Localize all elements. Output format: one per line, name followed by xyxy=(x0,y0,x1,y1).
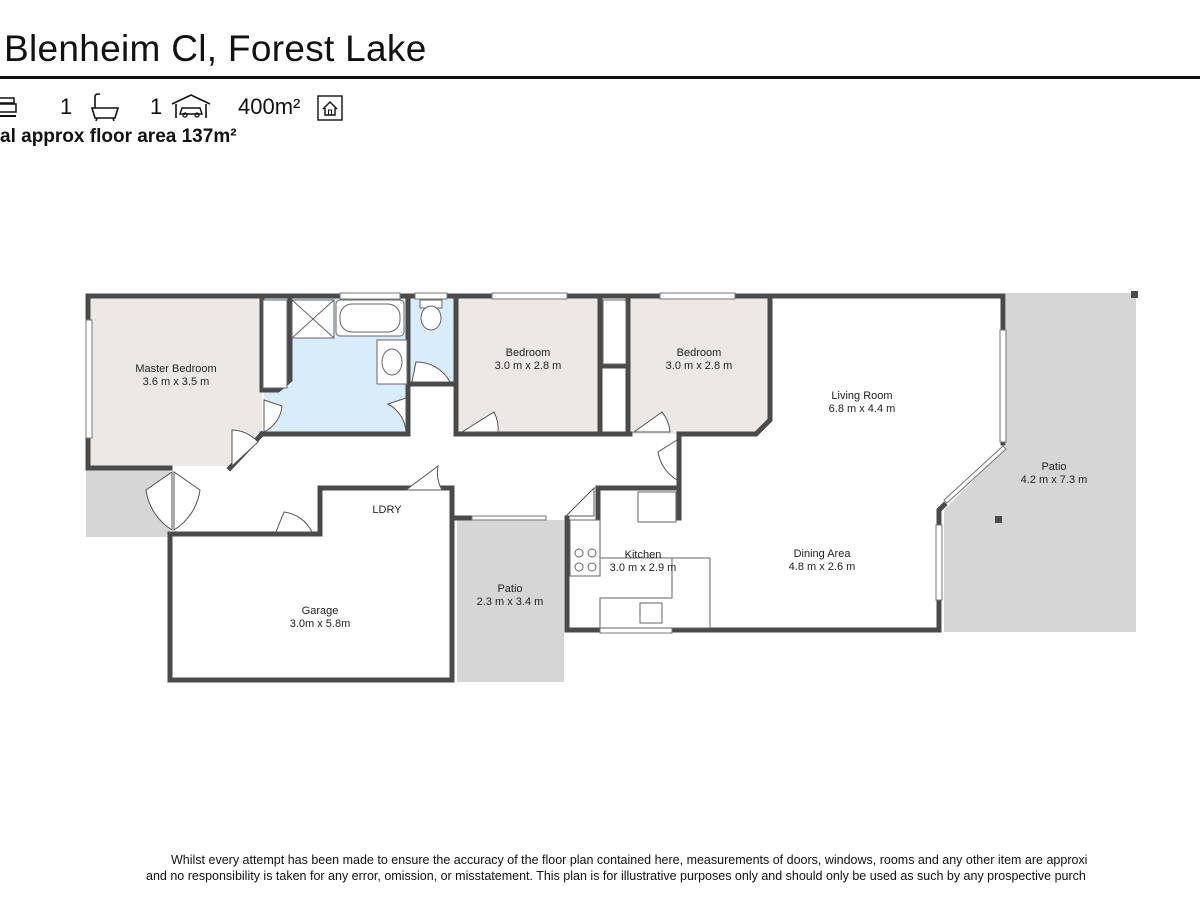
kitchen-name: Kitchen xyxy=(625,549,662,561)
living-room-size: 6.8 m x 4.4 m xyxy=(829,403,896,415)
master-bedroom-name: Master Bedroom xyxy=(135,363,216,375)
dining-area-size: 4.8 m x 2.6 m xyxy=(789,561,856,573)
disclaimer-line-2: and no responsibility is taken for any e… xyxy=(146,869,1086,883)
floor-area-summary: al approx floor area 137m² xyxy=(0,126,237,147)
car-space-count: 1 xyxy=(150,94,163,119)
kitchen-sink xyxy=(639,602,663,624)
garage-size: 3.0m x 5.8m xyxy=(290,618,351,630)
east-patio-name: Patio xyxy=(1041,461,1066,473)
fridge-space xyxy=(637,491,677,523)
east-patio-size: 4.2 m x 7.3 m xyxy=(1021,474,1088,486)
master-bedroom-size: 3.6 m x 3.5 m xyxy=(143,376,210,388)
patio-post xyxy=(995,516,1002,523)
room-labels: Master Bedroom 3.6 m x 3.5 m Bedroom 3.0… xyxy=(135,347,1087,630)
bathroom-count: 1 xyxy=(60,94,73,119)
centre-patio-size: 2.3 m x 3.4 m xyxy=(477,596,544,608)
corner-post xyxy=(1131,291,1138,298)
dining-area-name: Dining Area xyxy=(794,548,852,560)
centre-patio-name: Patio xyxy=(497,583,522,595)
land-area: 400m² xyxy=(238,94,301,119)
bed-icon xyxy=(0,97,17,117)
disclaimer-line-1: Whilst every attempt has been made to en… xyxy=(171,853,1088,867)
fixtures xyxy=(262,299,711,629)
bedroom-3-name: Bedroom xyxy=(677,347,722,359)
windows xyxy=(85,292,1007,634)
title-divider xyxy=(0,76,1200,79)
east-patio-floor xyxy=(944,293,1136,632)
bedroom-3-size: 3.0 m x 2.8 m xyxy=(666,360,733,372)
bath-icon xyxy=(90,93,120,122)
car-icon xyxy=(171,94,211,118)
doors xyxy=(145,361,678,533)
bedroom-2-name: Bedroom xyxy=(506,347,551,359)
garage-name: Garage xyxy=(302,605,339,617)
kitchen-size: 3.0 m x 2.9 m xyxy=(610,562,677,574)
land-area-icon xyxy=(317,95,343,121)
floor-fills xyxy=(86,293,1136,682)
property-title: Blenheim Cl, Forest Lake xyxy=(4,28,427,69)
bedroom-2-floor xyxy=(458,298,599,434)
master-bedroom-floor xyxy=(90,298,262,466)
centre-patio-floor xyxy=(457,520,564,682)
bedroom-2-size: 3.0 m x 2.8 m xyxy=(495,360,562,372)
living-room-name: Living Room xyxy=(831,390,892,402)
kitchen-island xyxy=(599,557,711,629)
laundry-name: LDRY xyxy=(372,504,402,516)
bedroom-3-floor xyxy=(630,298,770,434)
